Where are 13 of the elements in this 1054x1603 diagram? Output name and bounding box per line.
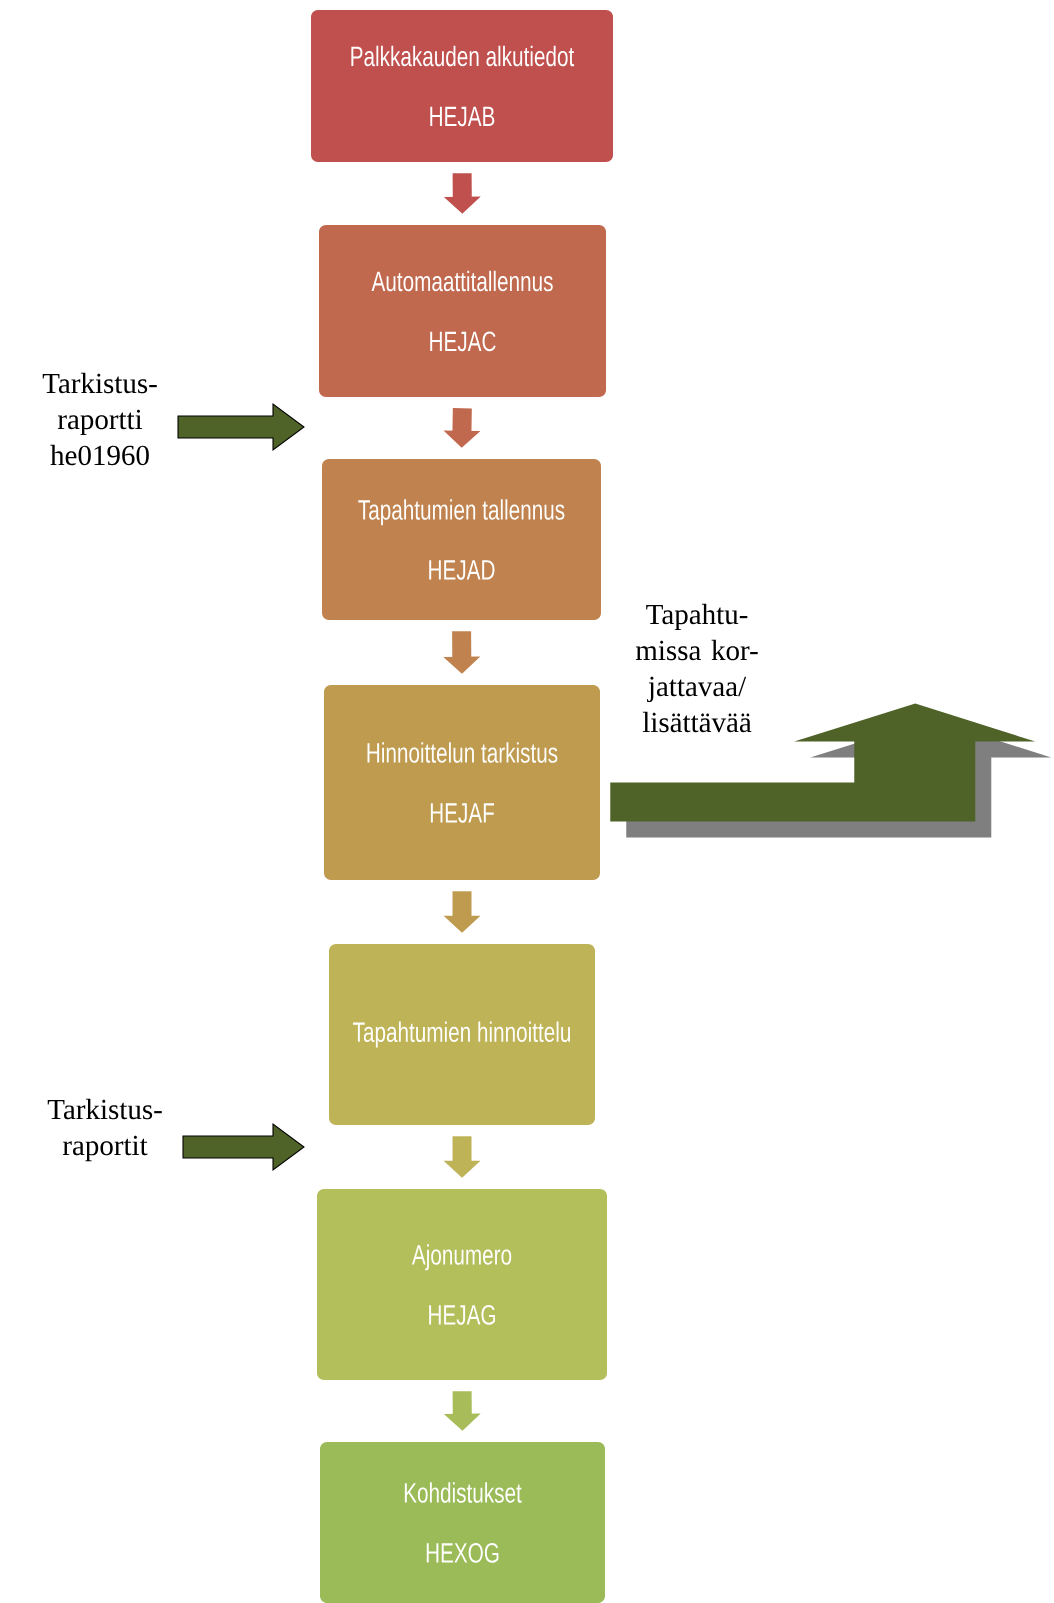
process-box: Tapahtumien tallennus HEJAD <box>322 459 601 620</box>
process-box: Ajonumero HEJAG <box>317 1189 607 1380</box>
note-text: Tarkistus- raportit <box>47 1098 162 1162</box>
arrow <box>610 703 1036 822</box>
arrow <box>177 402 305 452</box>
process-box: Automaattitallennus HEJAC <box>319 225 606 397</box>
note-text: Tarkistus- raportti he01960 <box>42 372 157 466</box>
process-box: Tapahtumien hinnoittelu <box>329 944 595 1125</box>
process-box: Hinnoittelun tarkistus HEJAF <box>324 685 600 880</box>
arrow <box>182 1122 305 1172</box>
process-box: Kohdistukset HEXOG <box>320 1442 605 1603</box>
process-box: Palkkakauden alkutiedot HEJAB <box>311 10 613 162</box>
arrow-label: Tapahtu- missa kor- jattavaa/ lisättävää <box>635 603 758 733</box>
